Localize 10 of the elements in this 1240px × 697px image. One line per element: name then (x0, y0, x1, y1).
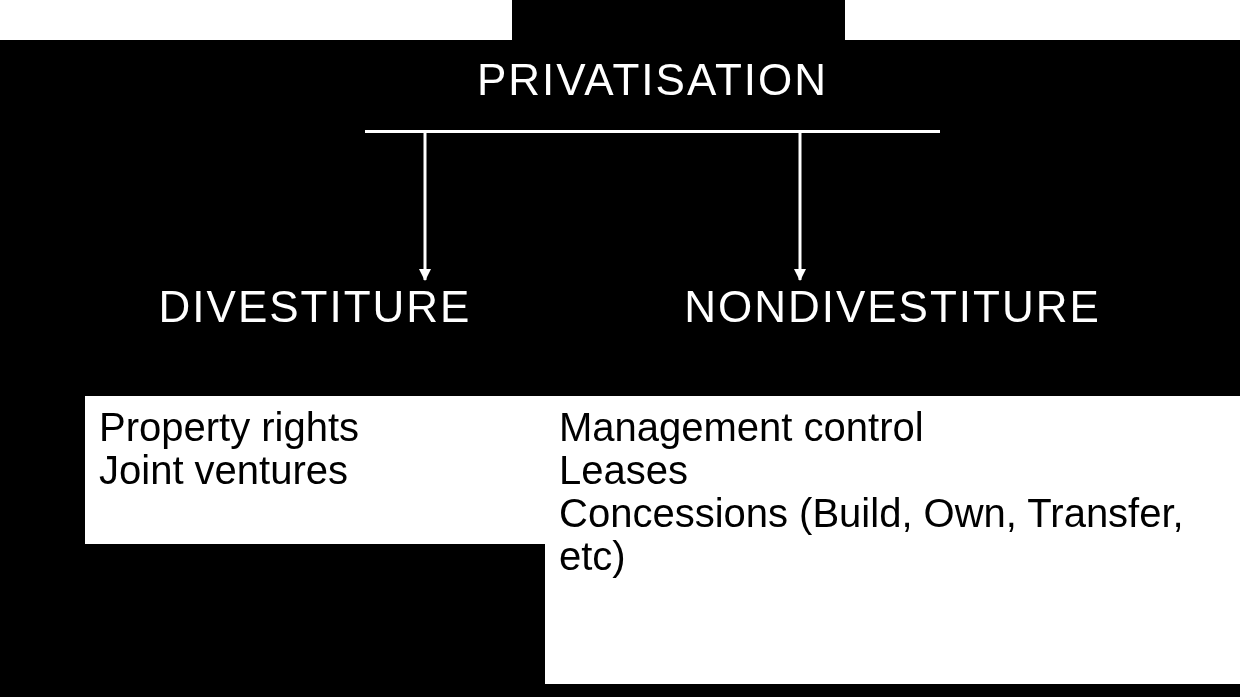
category-heading: NONDIVESTITURE (683, 282, 1102, 332)
category-heading: DIVESTITURE (157, 282, 473, 332)
list-item: Management control (559, 406, 925, 449)
list-item: Concessions (Build, Own, Transfer, etc) (559, 492, 1185, 578)
heading: PRIVATISATION (475, 54, 830, 105)
arrow (794, 133, 806, 281)
arrow (419, 133, 431, 281)
list-item: Leases (559, 449, 688, 492)
list-item: Property rights (99, 406, 361, 449)
list-item: Joint ventures (99, 449, 349, 492)
